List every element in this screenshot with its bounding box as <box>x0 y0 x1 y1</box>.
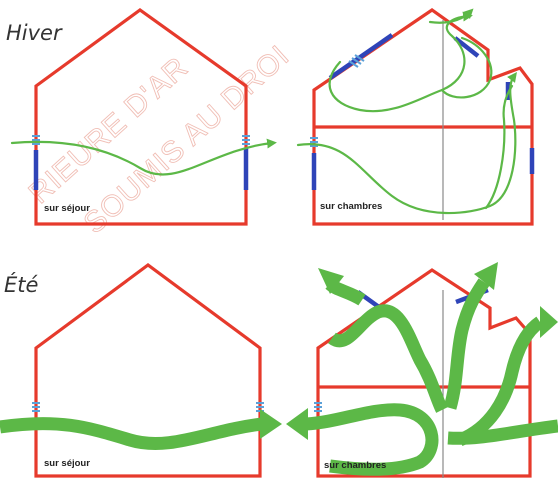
vent-grille-icon <box>310 137 318 147</box>
vent-grille-icon <box>314 402 322 412</box>
air-flow-arrow <box>447 419 558 445</box>
vent-grille-icon <box>242 135 250 145</box>
air-flow-arrow <box>328 304 448 413</box>
air-flow-arrow <box>440 36 493 99</box>
house-outline <box>34 8 248 226</box>
vent-grille-icon <box>32 135 40 145</box>
air-flow-arrow <box>443 278 490 410</box>
watermark-line-1: RIEURE D'AR <box>23 51 195 211</box>
arrow-head-icon <box>286 408 308 440</box>
air-flow-arrow <box>305 403 439 476</box>
arrow-head-icon <box>260 409 282 439</box>
air-flow-arrow <box>0 417 263 450</box>
winter-bedrooms-panel: sur chambres <box>296 8 535 226</box>
vent-grille-icon <box>32 402 40 412</box>
air-flow-arrow <box>428 8 474 24</box>
arrow-head-icon <box>540 306 558 338</box>
season-label-winter: Hiver <box>6 21 63 45</box>
air-flow-arrow <box>296 72 517 215</box>
room-label: sur séjour <box>44 458 90 469</box>
window <box>453 36 480 58</box>
vent-grille-icon <box>348 54 365 68</box>
summer-bedrooms-panel: sur chambres <box>286 262 558 478</box>
air-flow-arrow <box>10 138 277 176</box>
house-outline <box>312 8 534 226</box>
room-label: sur chambres <box>320 201 382 212</box>
season-label-summer: Été <box>4 272 39 297</box>
summer-living-room-panel: sur séjour <box>0 263 282 478</box>
room-label: sur séjour <box>44 203 90 214</box>
air-flow-arrow <box>457 316 544 447</box>
room-label: sur chambres <box>324 460 386 471</box>
window <box>328 33 394 80</box>
arrow-head-icon <box>474 262 498 290</box>
winter-living-room-panel: sur séjour <box>10 8 277 226</box>
house-outline <box>34 263 262 478</box>
air-flow-arrow <box>484 84 514 210</box>
air-flow-arrow <box>328 11 473 113</box>
arrow-head-icon <box>318 268 344 294</box>
